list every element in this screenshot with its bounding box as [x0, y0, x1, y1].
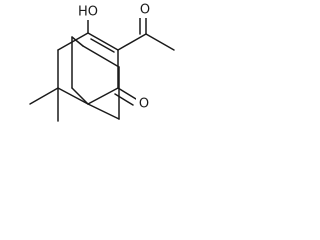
label-bg-ketone-oxygen	[136, 96, 152, 112]
bond-methyl-1	[29, 87, 59, 105]
bond-acetyl-c	[117, 33, 147, 51]
bond-ring-ketone	[117, 87, 137, 100]
molecule-drawing: HO O O	[29, 2, 175, 122]
bond-c2-c3	[71, 36, 84, 47]
ring-bond-f	[57, 32, 89, 51]
ring-bond-d	[57, 87, 89, 105]
bond-c1-c2	[82, 45, 120, 68]
ring-ketone-oxygen-label: O	[139, 97, 149, 112]
bond-acetyl-methyl	[145, 33, 175, 51]
ring-bond-a	[87, 32, 119, 51]
bond-c5-c6	[87, 103, 120, 120]
label-bg-acetyl-oxygen	[137, 2, 153, 18]
bond-ring-ketone-double	[114, 93, 134, 106]
ring-bond-c	[87, 87, 119, 105]
structure-diagram: HO O O	[0, 0, 185, 148]
hydroxyl-label: HO	[78, 5, 98, 20]
ring-bond-a-double	[90, 38, 115, 53]
acetyl-oxygen-label: O	[140, 3, 150, 18]
bond-c4-c5	[71, 87, 89, 105]
label-bg-hydroxyl	[76, 4, 100, 20]
